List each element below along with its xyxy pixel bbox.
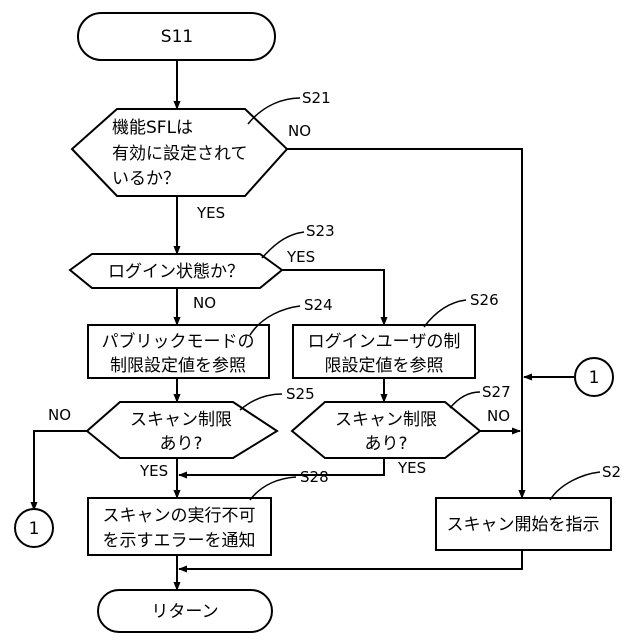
step-label-s21: S21 — [302, 89, 331, 107]
decision-s27-line1: スキャン制限 — [335, 410, 437, 430]
decision-s27: スキャン制限 あり? S27 — [292, 383, 511, 458]
decision-s25: スキャン制限 あり? S25 — [87, 385, 315, 458]
process-s26-line1: ログインユーザの制 — [308, 332, 461, 352]
process-s28-line2: を示すエラーを通知 — [103, 531, 256, 551]
connector-left: 1 — [15, 509, 53, 547]
step-label-s25: S25 — [286, 385, 315, 403]
edge-label-s21-yes: YES — [196, 204, 225, 222]
step-label-s23: S23 — [306, 222, 335, 240]
edge-s25-no — [34, 431, 87, 510]
edge-label-s23-yes: YES — [286, 248, 315, 266]
process-s24-line2: 制限設定値を参照 — [110, 356, 246, 376]
step-label-s28: S28 — [300, 468, 329, 486]
step-label-s26: S26 — [470, 291, 499, 309]
decision-s21-line2: 有効に設定されて — [112, 144, 248, 164]
decision-s21-line1: 機能SFLは — [112, 118, 193, 138]
terminal-start: S11 — [78, 13, 275, 60]
process-s24-line1: パブリックモードの — [102, 331, 255, 352]
terminal-start-label: S11 — [161, 27, 193, 47]
decision-s27-line2: あり? — [364, 434, 407, 454]
leader-s2 — [550, 472, 600, 500]
leader-s26 — [424, 300, 466, 327]
terminal-end: リターン — [98, 590, 272, 632]
edge-label-s25-yes: YES — [139, 462, 168, 480]
decision-s21: 機能SFLは 有効に設定されて いるか？ S21 — [72, 89, 331, 196]
decision-s25-line1: スキャン制限 — [130, 410, 232, 430]
process-s26-line2: 限設定値を参照 — [325, 356, 444, 376]
process-s28-line1: スキャンの実行不可 — [103, 506, 256, 526]
edge-label-s27-yes: YES — [397, 459, 426, 477]
step-label-s24: S24 — [304, 296, 333, 314]
process-s2: スキャン開始を指示 S2 — [436, 463, 621, 550]
leader-s25 — [240, 394, 282, 410]
process-s2-line1: スキャン開始を指示 — [447, 515, 600, 535]
leader-s27 — [450, 392, 480, 408]
leader-s28 — [250, 477, 296, 500]
connector-right: 1 — [575, 358, 613, 396]
connector-left-label: 1 — [29, 519, 40, 539]
edge-label-s23-no: NO — [193, 294, 216, 312]
terminal-end-label: リターン — [151, 602, 218, 622]
decision-s25-line2: あり? — [159, 434, 202, 454]
step-label-s27: S27 — [482, 383, 511, 401]
step-label-s2: S2 — [602, 463, 621, 481]
connector-right-label: 1 — [589, 368, 600, 388]
edge-label-s25-no: NO — [48, 406, 71, 424]
edge-label-s21-no: NO — [288, 122, 311, 140]
edge-label-s27-no: NO — [487, 407, 510, 425]
decision-s23-line1: ログイン状態か？ — [108, 262, 244, 282]
decision-s21-line3: いるか？ — [112, 169, 180, 189]
edge-s27-yes — [179, 458, 384, 475]
process-s28: スキャンの実行不可 を示すエラーを通知 S28 — [88, 468, 329, 555]
